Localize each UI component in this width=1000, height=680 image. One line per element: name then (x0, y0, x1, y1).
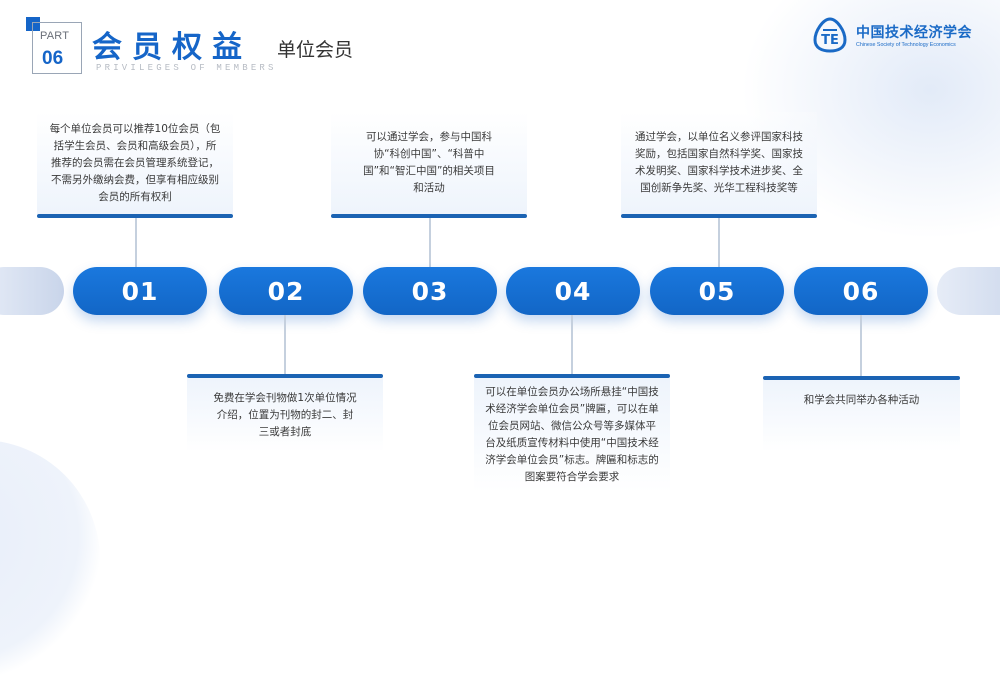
benefit-card-02: 免费在学会刊物做1次单位情况介绍，位置为刊物的封二、封三或者封底 (187, 374, 383, 452)
part-box (32, 22, 82, 74)
timeline-step-02[interactable]: 02 (219, 267, 353, 315)
logo: TE 中国技术经济学会 Chinese Society of Technolog… (812, 17, 982, 55)
step-number: 04 (554, 276, 592, 306)
part-label: PART (40, 30, 70, 42)
card-bar (621, 214, 817, 218)
benefit-text-06: 和学会共同举办各种活动 (803, 394, 920, 406)
benefit-card-01: 每个单位会员可以推荐10位会员（包括学生会员、会员和高级会员），所推荐的会员需在… (37, 112, 233, 218)
connector-line (284, 315, 286, 374)
benefit-text-01: 每个单位会员可以推荐10位会员（包括学生会员、会员和高级会员），所推荐的会员需在… (49, 122, 221, 203)
benefit-text-03: 可以通过学会，参与中国科协“科创中国”、“科普中国”和“智汇中国”的相关项目和活… (363, 131, 495, 194)
timeline-step-05[interactable]: 05 (650, 267, 784, 315)
benefit-card-06: 和学会共同举办各种活动 (763, 376, 960, 452)
logo-name-cn: 中国技术经济学会 (856, 25, 972, 41)
card-bar (763, 376, 960, 380)
card-bar (331, 214, 527, 218)
step-number: 01 (121, 276, 159, 306)
benefit-card-03: 可以通过学会，参与中国科协“科创中国”、“科普中国”和“智汇中国”的相关项目和活… (331, 112, 527, 218)
page-subtitle-english: PRIVILEGES OF MEMBERS (96, 63, 277, 73)
step-number: 06 (842, 276, 880, 306)
step-number: 02 (267, 276, 305, 306)
timeline-step-06[interactable]: 06 (794, 267, 928, 315)
benefit-text-05: 通过学会，以单位名义参评国家科技奖励，包括国家自然科学奖、国家技术发明奖、国家科… (635, 131, 803, 194)
benefit-text-04: 可以在单位会员办公场所悬挂“中国技术经济学会单位会员”牌匾，可以在单位会员网站、… (485, 386, 659, 483)
timeline-step-01[interactable]: 01 (73, 267, 207, 315)
svg-text:TE: TE (821, 33, 839, 48)
benefit-card-04: 可以在单位会员办公场所悬挂“中国技术经济学会单位会员”牌匾，可以在单位会员网站、… (474, 374, 670, 492)
logo-name-en: Chinese Society of Technology Economics (856, 42, 956, 48)
page-title: 会员权益 (92, 30, 252, 65)
timeline-step-03[interactable]: 03 (363, 267, 497, 315)
timeline-step-04[interactable]: 04 (506, 267, 640, 315)
connector-line (135, 218, 137, 267)
benefit-card-05: 通过学会，以单位名义参评国家科技奖励，包括国家自然科学奖、国家技术发明奖、国家科… (621, 112, 817, 218)
background-decoration (0, 440, 100, 680)
timeline-ghost-right (937, 267, 1000, 315)
benefit-text-02: 免费在学会刊物做1次单位情况介绍，位置为刊物的封二、封三或者封底 (213, 391, 357, 438)
connector-line (860, 315, 862, 376)
connector-line (429, 218, 431, 267)
step-number: 05 (698, 276, 736, 306)
card-bar (37, 214, 233, 218)
card-bar (474, 374, 670, 378)
society-logo-icon: TE (813, 17, 847, 53)
page-subtitle: 单位会员 (277, 39, 354, 61)
part-number: 06 (42, 48, 64, 69)
connector-line (571, 315, 573, 374)
part-accent-square (26, 17, 40, 31)
card-bar (187, 374, 383, 378)
timeline-ghost-left (0, 267, 64, 315)
connector-line (718, 218, 720, 267)
step-number: 03 (411, 276, 449, 306)
